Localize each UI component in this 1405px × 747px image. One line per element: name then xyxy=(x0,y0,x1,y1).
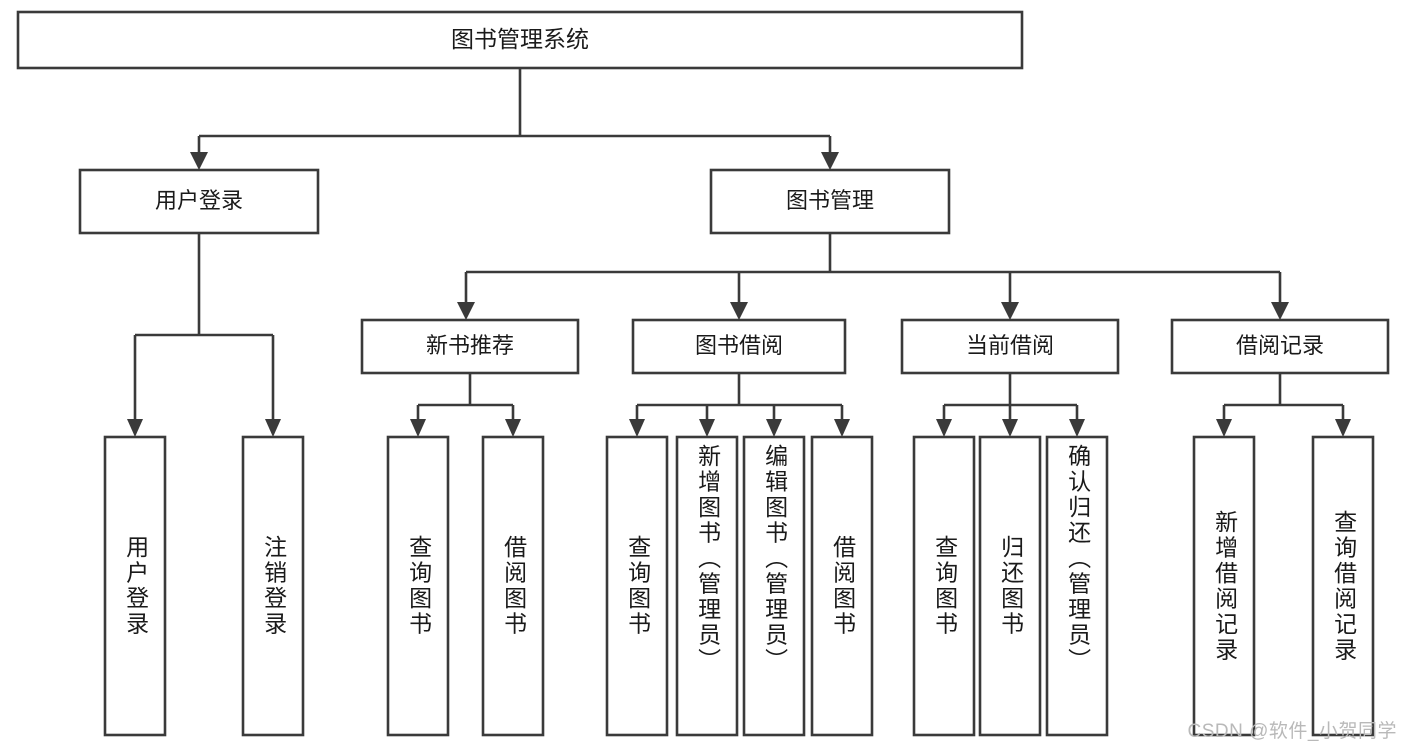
node-book-management-box[interactable] xyxy=(709,168,951,235)
node-borrow-record-box[interactable] xyxy=(1170,318,1390,375)
node-borrow-record-label: 借阅记录 xyxy=(1236,333,1324,358)
leaf-boxes-user-login xyxy=(103,435,305,737)
leaf-box-nb-0[interactable] xyxy=(386,435,450,737)
node-root-label: 图书管理系统 xyxy=(451,26,589,52)
node-new-book-recommend[interactable]: 新书推荐 xyxy=(360,318,580,375)
arrow-head-nb-0 xyxy=(410,419,426,437)
arrow-head-l3-2 xyxy=(1001,302,1019,320)
leaf-box-cb-0[interactable] xyxy=(912,435,976,737)
arrow-head-ul-0 xyxy=(127,419,143,437)
arrow-head-bb-2 xyxy=(766,419,782,437)
node-current-borrow[interactable]: 当前借阅 xyxy=(900,318,1120,375)
arrow-head-bb-3 xyxy=(834,419,850,437)
leaf-box-ul-0[interactable] xyxy=(103,435,167,737)
node-book-management[interactable]: 图书管理 xyxy=(709,168,951,235)
leaf-box-nb-1[interactable] xyxy=(481,435,545,737)
arrow-head-l3-0 xyxy=(457,302,475,320)
leaf-box-br-1[interactable] xyxy=(1311,435,1375,737)
connector-borrow-record-to-leaves xyxy=(1216,373,1351,437)
node-user-login-box[interactable] xyxy=(78,168,320,235)
leaf-box-cb-2[interactable] xyxy=(1045,435,1109,737)
leaf-box-ul-1[interactable] xyxy=(241,435,305,737)
arrow-head-br-0 xyxy=(1216,419,1232,437)
node-root-box[interactable] xyxy=(16,10,1024,70)
leaf-box-bb-3[interactable] xyxy=(810,435,874,737)
arrow-head-bb-0 xyxy=(629,419,645,437)
leaf-boxes-borrow-record xyxy=(1192,435,1375,737)
node-root-book-management-system[interactable]: 图书管理系统 xyxy=(16,10,1024,70)
connector-current-borrow-to-leaves xyxy=(936,373,1085,437)
node-borrow-record[interactable]: 借阅记录 xyxy=(1170,318,1390,375)
node-book-borrow[interactable]: 图书借阅 xyxy=(631,318,847,375)
arrow-head-nb-1 xyxy=(505,419,521,437)
arrow-head-cb-0 xyxy=(936,419,952,437)
node-current-borrow-label: 当前借阅 xyxy=(966,333,1054,358)
node-book-management-label: 图书管理 xyxy=(786,188,874,213)
leaf-box-bb-0[interactable] xyxy=(605,435,669,737)
leaf-box-cb-1[interactable] xyxy=(978,435,1042,737)
leaf-box-br-0[interactable] xyxy=(1192,435,1256,737)
arrow-head-cb-2 xyxy=(1069,419,1085,437)
arrow-head-user-login xyxy=(190,152,208,170)
csdn-watermark: CSDN @软件_小贺同学 xyxy=(1187,721,1397,742)
arrow-head-br-1 xyxy=(1335,419,1351,437)
arrow-head-ul-1 xyxy=(265,419,281,437)
node-current-borrow-box[interactable] xyxy=(900,318,1120,375)
node-new-book-recommend-box[interactable] xyxy=(360,318,580,375)
arrow-head-l3-3 xyxy=(1271,302,1289,320)
connector-user-login-to-leaves xyxy=(127,233,281,437)
leaf-box-bb-2[interactable] xyxy=(742,435,806,737)
node-new-book-recommend-label: 新书推荐 xyxy=(426,333,514,358)
arrow-head-l3-1 xyxy=(730,302,748,320)
arrow-head-book-mgmt xyxy=(821,152,839,170)
arrow-head-bb-1 xyxy=(699,419,715,437)
leaf-box-bb-1[interactable] xyxy=(675,435,739,737)
leaf-boxes-book-borrow xyxy=(605,435,874,737)
connector-root-to-level2 xyxy=(190,68,839,170)
connector-new-book-to-leaves xyxy=(410,373,521,437)
node-user-login[interactable]: 用户登录 xyxy=(78,168,320,235)
connector-book-borrow-to-leaves xyxy=(629,373,850,437)
node-book-borrow-box[interactable] xyxy=(631,318,847,375)
leaf-boxes-new-book-recommend xyxy=(386,435,545,737)
connector-book-mgmt-to-level3 xyxy=(457,233,1289,320)
leaf-boxes-current-borrow xyxy=(912,435,1109,737)
arrow-head-cb-1 xyxy=(1002,419,1018,437)
node-book-borrow-label: 图书借阅 xyxy=(695,333,783,358)
node-user-login-label: 用户登录 xyxy=(155,188,243,213)
